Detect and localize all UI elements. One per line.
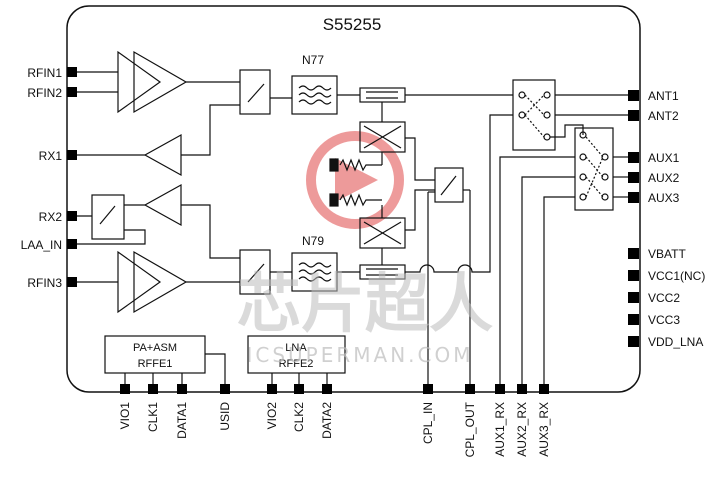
chip-title: S55255 xyxy=(323,15,382,34)
pin-aux3: AUX3 xyxy=(648,191,680,205)
power-amplifier-2 xyxy=(117,250,162,314)
pin-rx1: RX1 xyxy=(39,149,63,163)
watermark-url: ICSUPERMAN.COM xyxy=(246,343,473,367)
termination-resistor-bottom xyxy=(339,193,382,207)
lna-rx1 xyxy=(143,133,182,177)
watermark-chinese: 芯片超人 xyxy=(237,268,493,342)
pin-clk2: CLK2 xyxy=(292,402,306,432)
pin-cpl-out: CPL_OUT xyxy=(463,401,477,457)
rffe2-line1: LNA xyxy=(285,342,307,354)
coupler-top xyxy=(359,87,406,103)
pin-clk1: CLK1 xyxy=(146,402,160,432)
pin-aux1: AUX1 xyxy=(648,151,680,165)
pin-vbatt: VBATT xyxy=(648,247,686,261)
filter-n77-label: N77 xyxy=(302,53,324,67)
rffe1-line2: RFFE1 xyxy=(138,358,173,370)
pin-rfin1: RFIN1 xyxy=(27,66,62,80)
pin-rfin2: RFIN2 xyxy=(27,86,62,100)
pin-data2: DATA2 xyxy=(320,402,334,439)
pin-usid: USID xyxy=(218,402,232,431)
pin-cpl-in: CPL_IN xyxy=(421,402,435,444)
rffe1-line1: PA+ASM xyxy=(133,342,177,354)
pin-vcc1-nc: VCC1(NC) xyxy=(648,269,705,283)
lna-rx2 xyxy=(143,183,182,227)
pin-rx2: RX2 xyxy=(39,210,63,224)
rx2-laa-switch xyxy=(91,194,125,240)
termination-resistor-top xyxy=(339,158,382,172)
pin-aux3-rx: AUX3_RX xyxy=(537,402,551,457)
aux-switch xyxy=(574,127,614,211)
switch-top xyxy=(239,69,271,115)
coupler-switch xyxy=(434,167,464,203)
pin-laa-in: LAA_IN xyxy=(21,238,62,252)
pin-vdd-lna: VDD_LNA xyxy=(648,335,703,349)
rffe2-block xyxy=(247,335,346,374)
rffe2-line2: RFFE2 xyxy=(279,358,314,370)
pin-data1: DATA1 xyxy=(175,402,189,439)
pin-ant1: ANT1 xyxy=(648,89,679,103)
pin-vio2: VIO2 xyxy=(265,402,279,430)
pin-aux1-rx: AUX1_RX xyxy=(493,402,507,457)
filter-n79-label: N79 xyxy=(302,234,324,248)
pin-aux2-rx: AUX2_RX xyxy=(515,402,529,457)
watermark-logo-icon xyxy=(306,131,404,229)
chip-outline xyxy=(66,5,641,393)
pin-vcc3: VCC3 xyxy=(648,313,680,327)
pin-aux2: AUX2 xyxy=(648,171,680,185)
pin-vcc2: VCC2 xyxy=(648,291,680,305)
pin-vio1: VIO1 xyxy=(118,402,132,430)
pin-ant2: ANT2 xyxy=(648,109,679,123)
pin-rfin3: RFIN3 xyxy=(27,276,62,290)
power-amplifier-1 xyxy=(117,50,162,114)
